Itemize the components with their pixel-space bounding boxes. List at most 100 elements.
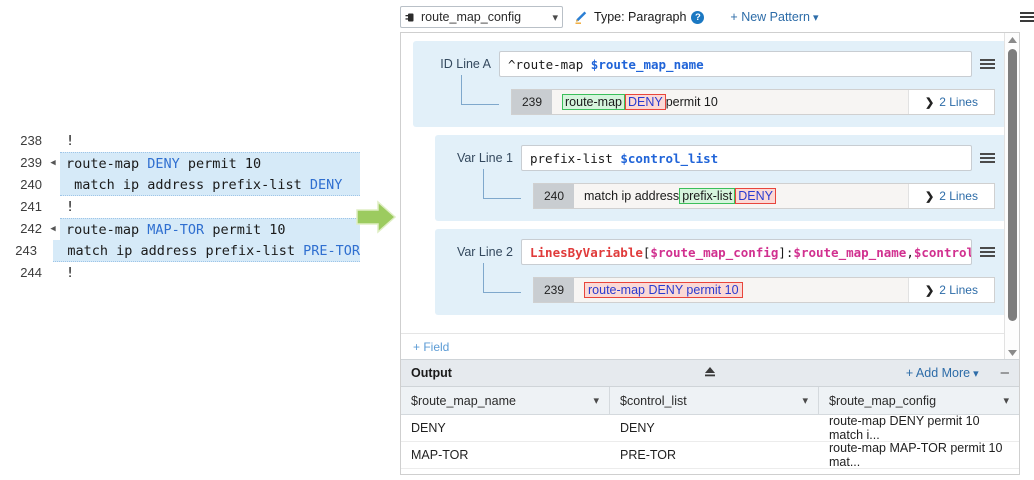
table-cell: route-map DENY permit 10 match i... <box>829 414 980 442</box>
add-field-button[interactable]: + Field <box>401 333 1019 359</box>
expression-token: LinesByVariable <box>530 244 643 260</box>
question-mark-icon[interactable]: ? <box>691 10 705 24</box>
lines-count-label: 2 Lines <box>939 189 978 203</box>
pattern-select[interactable]: route_map_config ▾ <box>400 6 563 28</box>
pattern-menu-icon[interactable] <box>980 56 995 72</box>
line-number: 243 <box>0 240 41 262</box>
column-header-label: $control_list <box>620 393 687 408</box>
scroll-down-arrow-icon[interactable] <box>1005 346 1019 359</box>
expression-token: prefix-list <box>530 150 621 166</box>
expand-lines-button[interactable]: ❯2 Lines <box>908 184 994 208</box>
code-line: 238! <box>0 130 360 152</box>
connector-line <box>483 169 521 199</box>
line-number: 238 <box>0 130 46 152</box>
line-number: 244 <box>0 262 46 284</box>
fold-spacer <box>46 174 60 196</box>
hamburger-menu-icon[interactable] <box>1020 10 1034 25</box>
pencil-icon[interactable] <box>573 10 588 25</box>
chevron-down-icon[interactable]: ▾ <box>593 395 599 407</box>
match-line-number: 240 <box>534 184 574 208</box>
pattern-label: Var Line 2 <box>456 245 513 259</box>
add-more-button[interactable]: + Add More▾ <box>906 366 979 380</box>
match-token: match ip address <box>584 189 680 203</box>
patterns-scrollbar[interactable] <box>1004 33 1019 359</box>
table-cell: DENY <box>620 421 655 435</box>
code-line: 243 match ip address prefix-list PRE-TOR <box>0 240 360 262</box>
expand-lines-button[interactable]: ❯ 2 Lines <box>908 278 994 302</box>
output-table-header: $route_map_name▾$control_list▾$route_map… <box>401 387 1019 415</box>
output-header: Output + Add More▾ – <box>401 359 1019 387</box>
match-token: route-map <box>562 94 625 110</box>
column-header[interactable]: $route_map_config▾ <box>819 387 1019 414</box>
match-text: route-map DENY permit 10 <box>552 90 908 114</box>
lines-count-label: 2 Lines <box>939 283 978 297</box>
table-cell: DENY <box>411 421 446 435</box>
output-table: $route_map_name▾$control_list▾$route_map… <box>401 387 1019 469</box>
column-header-label: $route_map_name <box>411 393 516 408</box>
code-text: ! <box>66 265 75 281</box>
match-token: permit 10 <box>665 95 718 109</box>
fold-spacer <box>46 130 60 152</box>
pattern-expression-input[interactable]: LinesByVariable[$route_map_config]:$rout… <box>521 239 972 265</box>
match-token: DENY <box>735 188 776 204</box>
output-table-body: DENY DENY route-map DENY permit 10 match i… <box>401 414 1019 469</box>
fold-triangle-icon[interactable]: ◀ <box>50 158 56 168</box>
pattern-expression-row: Var Line 2 LinesByVariable[$route_map_con… <box>447 239 995 265</box>
pattern-label: ID Line A <box>440 57 491 71</box>
expression-token: $route_map_name <box>590 56 704 72</box>
expression-token: $control_list <box>620 150 719 166</box>
code-line: 241! <box>0 196 360 218</box>
match-token: prefix-list <box>679 188 736 204</box>
pattern-expression-input[interactable]: prefix-list $control_list <box>521 145 972 171</box>
scrollbar-thumb[interactable] <box>1008 49 1017 321</box>
add-field-label: + Field <box>413 339 450 354</box>
plug-icon <box>405 12 416 23</box>
line-number: 240 <box>0 174 46 196</box>
column-header[interactable]: $route_map_name ▾ <box>401 387 610 414</box>
column-header[interactable]: $control_list ▾ <box>610 387 819 414</box>
pattern-expression-input[interactable]: ^route-map $route_map_name <box>499 51 972 77</box>
code-text: route-map MAP-TOR permit 10 <box>60 218 360 240</box>
pattern-expression-row: ID Line A ^route-map $route_map_name <box>425 51 995 77</box>
pattern-select-value: route_map_config <box>421 10 522 24</box>
code-line: 239 ◀ route-map DENY permit 10 <box>0 152 360 174</box>
fold-triangle-icon[interactable]: ◀ <box>50 224 56 234</box>
table-cell: PRE-TOR <box>620 448 677 462</box>
chevron-right-icon: ❯ <box>925 284 935 297</box>
line-number: 241 <box>0 196 46 218</box>
add-more-label: + Add More <box>905 366 971 380</box>
code-text: match ip address prefix-list PRE-TOR <box>53 240 360 262</box>
chevron-down-icon: ▾ <box>812 12 819 24</box>
new-pattern-button[interactable]: + New Pattern▾ <box>730 10 818 24</box>
code-line: 242◀route-map MAP-TOR permit 10 <box>0 218 360 240</box>
minimize-button[interactable]: – <box>1000 364 1009 381</box>
pattern-block: Var Line 2 LinesByVariable[$route_map_con… <box>435 229 1007 315</box>
expression-token: $route_map_config <box>650 244 779 260</box>
scroll-up-arrow-icon[interactable] <box>1005 33 1019 46</box>
chevron-right-icon: ❯ <box>925 96 935 109</box>
chevron-down-icon: ▾ <box>973 368 979 380</box>
code-text: match ip address prefix-list DENY <box>60 174 360 196</box>
chevron-down-icon[interactable]: ▾ <box>1003 395 1009 407</box>
table-row[interactable]: DENY DENY route-map DENY permit 10 match i… <box>401 414 1019 442</box>
pattern-menu-icon[interactable] <box>980 244 995 260</box>
fold-spacer <box>46 262 60 284</box>
match-row: 240 match ip address prefix-list DENY ❯2 L… <box>533 183 995 209</box>
expression-token: , <box>906 244 914 260</box>
flow-arrow-icon <box>355 199 397 235</box>
pattern-menu-icon[interactable] <box>980 150 995 166</box>
expression-token: $route_map_name <box>793 244 907 260</box>
eject-icon[interactable] <box>703 365 717 383</box>
line-number: 239 <box>0 152 46 174</box>
pattern-toolbar: route_map_config ▾ Type: Paragraph ? + N… <box>400 4 1034 30</box>
chevron-down-icon[interactable]: ▾ <box>802 395 808 407</box>
expand-lines-button[interactable]: ❯2 Lines <box>908 90 994 114</box>
code-text: route-map DENY permit 10 <box>60 152 360 174</box>
